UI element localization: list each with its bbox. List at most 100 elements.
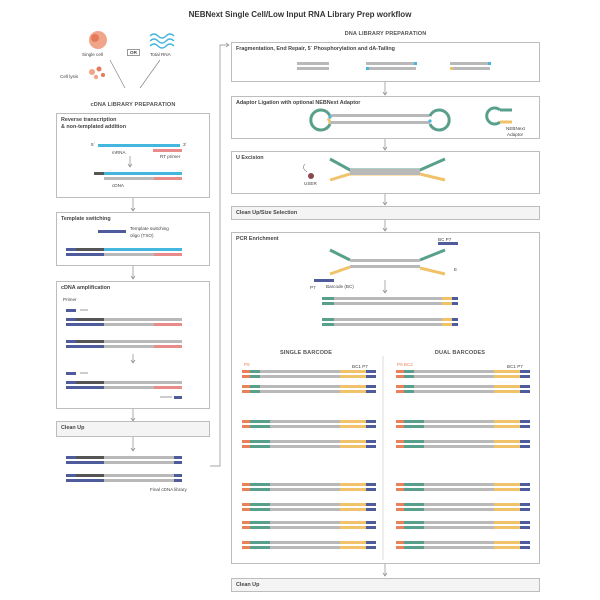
strand-segment [404, 420, 424, 423]
strand-segment [520, 483, 530, 486]
strand-core [270, 503, 340, 506]
strand-core [424, 483, 494, 486]
strand-segment [250, 445, 270, 448]
strand-segment [340, 546, 366, 549]
strand-segment [250, 541, 270, 544]
strand-segment [366, 483, 376, 486]
strand-segment [250, 546, 270, 549]
strand-segment [340, 445, 366, 448]
strand-segment [520, 521, 530, 524]
strand-segment [250, 425, 270, 428]
strand-segment [340, 508, 366, 511]
strand-core [270, 508, 340, 511]
ts-title: Template switching [61, 216, 111, 222]
amp-title: cDNA amplification [61, 285, 111, 291]
strand-segment [520, 541, 530, 544]
strand-segment [250, 440, 270, 443]
strand-segment [322, 323, 334, 326]
strand-segment [396, 488, 404, 491]
adaptor-box: Adaptor Ligation with optional NEBNext A… [231, 96, 540, 139]
single-cell-label: Single cell [82, 52, 103, 57]
strand-segment [520, 503, 530, 506]
strand-segment [322, 297, 334, 300]
strand-segment [404, 375, 414, 378]
single-p5-label: P5 [244, 362, 250, 367]
strand-segment [322, 318, 334, 321]
strand-segment [520, 390, 530, 393]
adaptor-title: Adaptor Ligation with optional NEBNext A… [236, 100, 361, 106]
strand-segment [250, 375, 260, 378]
strand-core [270, 425, 340, 428]
strand-segment [366, 370, 376, 373]
strand-segment [520, 385, 530, 388]
strand-segment [494, 375, 520, 378]
strand-segment [404, 483, 424, 486]
strand-core [424, 488, 494, 491]
strand-segment [366, 440, 376, 443]
cdna-heading: cDNA LIBRARY PREPARATION [90, 102, 176, 108]
strand-segment [404, 488, 424, 491]
strand-core [260, 375, 340, 378]
cell-lysis-label: Cell lysis [60, 74, 79, 79]
strand-segment [396, 440, 404, 443]
strand-segment [452, 318, 458, 321]
strand-segment [340, 521, 366, 524]
strand-segment [452, 297, 458, 300]
strand-segment [520, 488, 530, 491]
strand-core [424, 425, 494, 428]
strand-segment [404, 440, 424, 443]
strand-segment [494, 420, 520, 423]
strand-segment [442, 297, 452, 300]
strand-core [414, 390, 494, 393]
cdna-cleanup-label: Clean Up [61, 425, 85, 431]
rt-title-1: Reverse transcription [61, 117, 117, 123]
uexc-title: U Excision [236, 155, 264, 161]
strand-core [334, 302, 442, 305]
strand-segment [396, 370, 404, 373]
strand-core [414, 385, 494, 388]
strand-segment [242, 390, 250, 393]
strand-segment [366, 390, 376, 393]
or-label: OR [127, 49, 140, 56]
strand-segment [396, 483, 404, 486]
strand-segment [250, 526, 270, 529]
strand-core [270, 445, 340, 448]
strand-segment [520, 440, 530, 443]
strand-segment [340, 425, 366, 428]
strand-segment [366, 508, 376, 511]
strand-segment [242, 370, 250, 373]
strand-segment [494, 503, 520, 506]
strand-segment [494, 440, 520, 443]
mrna-label: mRNA [112, 150, 126, 155]
strand-segment [442, 318, 452, 321]
strand-segment [340, 488, 366, 491]
strand-segment [366, 503, 376, 506]
adaptor-label-1: NEBNext [506, 126, 525, 131]
cdna-cleanup-box: Clean Up [56, 421, 210, 437]
strand-segment [396, 541, 404, 544]
strand-segment [340, 385, 366, 388]
strand-segment [404, 370, 414, 373]
pcr-title: PCR Enrichment [236, 236, 279, 242]
strand-segment [340, 440, 366, 443]
strand-core [424, 521, 494, 524]
strand-segment [340, 526, 366, 529]
strand-core [334, 323, 442, 326]
strand-segment [494, 445, 520, 448]
strand-core [270, 440, 340, 443]
strand-segment [250, 503, 270, 506]
strand-segment [404, 508, 424, 511]
strand-core [260, 370, 340, 373]
strand-core [424, 508, 494, 511]
strand-segment [322, 302, 334, 305]
strand-segment [442, 323, 452, 326]
strand-core [424, 440, 494, 443]
